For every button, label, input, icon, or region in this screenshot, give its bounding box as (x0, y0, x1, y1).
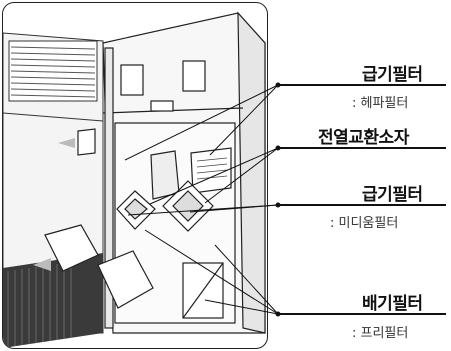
exhaust-filter-underline (278, 313, 446, 315)
supply-filter-hepa-underline (278, 84, 446, 86)
exhaust-filter-type: : 프리필터 (352, 326, 409, 341)
supply-filter-hepa-type: : 헤파필터 (352, 96, 409, 111)
unit-illustration (2, 2, 268, 349)
supply-filter-medium-type: : 미디움필터 (330, 216, 399, 231)
airflow-arrows (33, 138, 75, 271)
heat-exchanger-underline (278, 147, 446, 149)
heat-exchanger-label: 전열교환소자 (318, 128, 409, 148)
floor-grating (3, 253, 103, 348)
ventilation-unit-drawing (3, 11, 266, 348)
supply-filter-medium-underline (278, 204, 446, 206)
removed-filter-panels (44, 128, 154, 309)
supply-filter-hepa-label: 급기필터 (362, 65, 423, 85)
supply-filter-medium-label: 급기필터 (362, 185, 423, 205)
exhaust-filter-label: 배기필터 (362, 294, 423, 314)
